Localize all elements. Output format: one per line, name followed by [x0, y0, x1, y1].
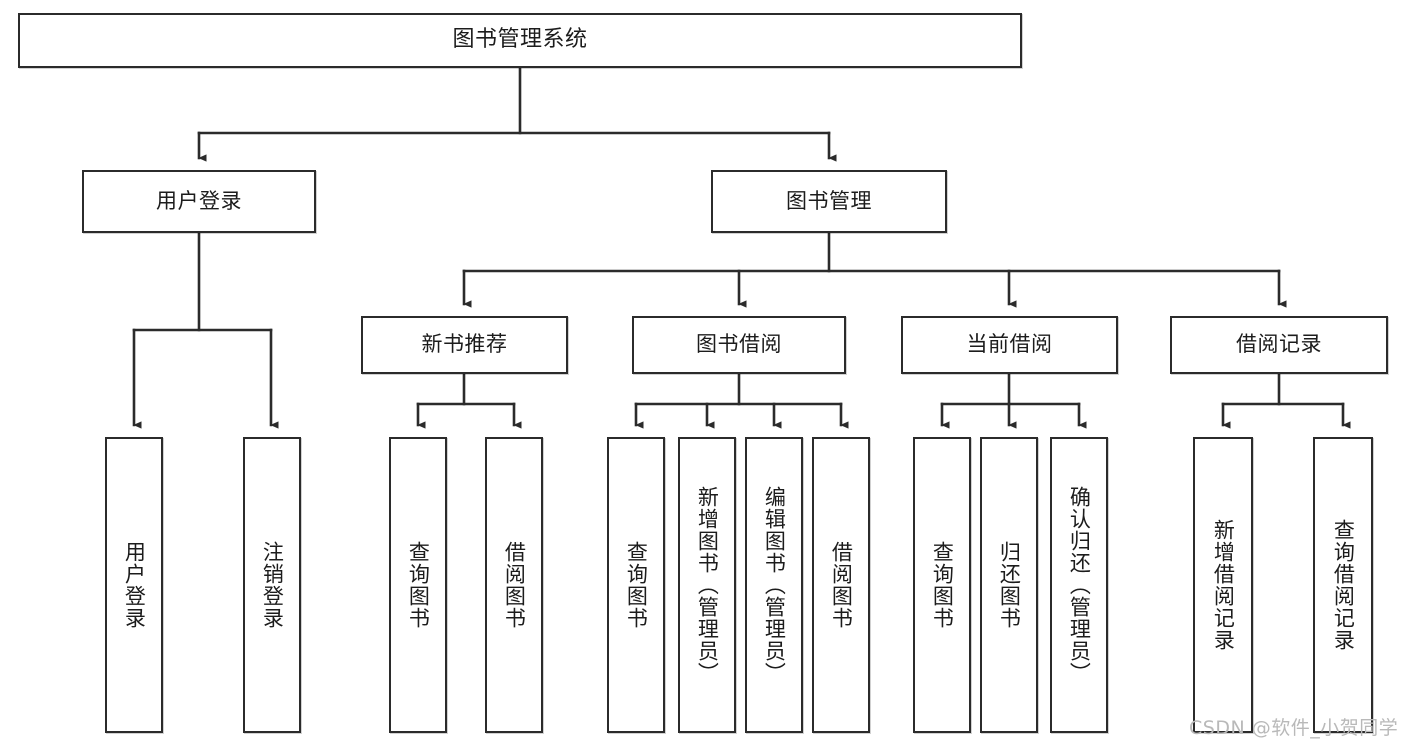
node-label: 查询借阅记录 [1331, 519, 1356, 651]
node-label: 归还图书 [997, 541, 1022, 629]
node-label: 用户登录 [122, 541, 147, 629]
node-label: 用户登录 [156, 188, 242, 213]
node-label: 新增借阅记录 [1211, 519, 1236, 651]
node-leaf-query-book-current[interactable]: 查询图书 [913, 437, 971, 733]
node-leaf-query-book-rec[interactable]: 查询图书 [389, 437, 447, 733]
node-label: 编辑图书（管理员） [762, 486, 787, 684]
node-leaf-add-borrow-record[interactable]: 新增借阅记录 [1193, 437, 1253, 733]
node-book-borrowing[interactable]: 图书借阅 [632, 316, 846, 374]
node-label: 图书管理系统 [452, 27, 588, 53]
node-label: 图书管理 [786, 188, 872, 213]
node-label: 借阅图书 [502, 541, 527, 629]
node-leaf-return-book[interactable]: 归还图书 [980, 437, 1038, 733]
node-user-login[interactable]: 用户登录 [82, 170, 316, 233]
node-label: 借阅图书 [829, 541, 854, 629]
node-label: 新增图书（管理员） [695, 486, 720, 684]
node-label: 查询图书 [406, 541, 431, 629]
node-leaf-logout[interactable]: 注销登录 [243, 437, 301, 733]
node-label: 注销登录 [260, 541, 285, 629]
node-leaf-query-borrow-record[interactable]: 查询借阅记录 [1313, 437, 1373, 733]
node-leaf-add-book-admin[interactable]: 新增图书（管理员） [678, 437, 736, 733]
node-leaf-user-login[interactable]: 用户登录 [105, 437, 163, 733]
node-leaf-borrow-book-rec[interactable]: 借阅图书 [485, 437, 543, 733]
node-new-book-recommendation[interactable]: 新书推荐 [361, 316, 568, 374]
node-label: 新书推荐 [421, 332, 508, 357]
node-label: 确认归还（管理员） [1067, 486, 1092, 684]
node-book-management[interactable]: 图书管理 [711, 170, 947, 233]
node-leaf-query-book-borrow[interactable]: 查询图书 [607, 437, 665, 733]
node-leaf-confirm-return-admin[interactable]: 确认归还（管理员） [1050, 437, 1108, 733]
node-label: 借阅记录 [1236, 332, 1322, 357]
node-borrowing-record[interactable]: 借阅记录 [1170, 316, 1388, 374]
node-current-borrowing[interactable]: 当前借阅 [901, 316, 1118, 374]
node-label: 当前借阅 [966, 332, 1053, 357]
node-root-book-management-system[interactable]: 图书管理系统 [18, 13, 1022, 68]
node-leaf-borrow-book[interactable]: 借阅图书 [812, 437, 870, 733]
node-label: 查询图书 [930, 541, 955, 629]
node-leaf-edit-book-admin[interactable]: 编辑图书（管理员） [745, 437, 803, 733]
node-label: 图书借阅 [696, 332, 782, 357]
node-label: 查询图书 [624, 541, 649, 629]
